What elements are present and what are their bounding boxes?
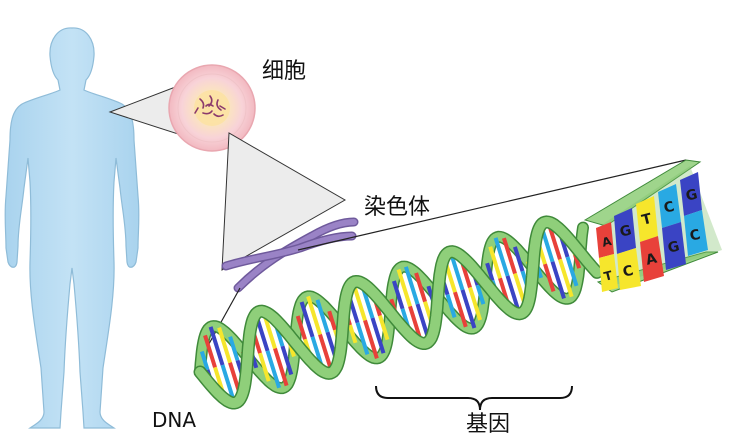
dna-base-half (468, 286, 483, 321)
dna-base-half (327, 310, 337, 331)
cell-label: 细胞 (262, 59, 306, 84)
base-blue-5 (680, 172, 702, 216)
base-yellow-3 (636, 196, 658, 242)
base-cyan-5 (684, 210, 708, 256)
dna-base-half (348, 324, 358, 344)
base-blue-4 (662, 222, 686, 270)
dna-base-half (203, 334, 217, 368)
base-letter-3-top: T (640, 211, 654, 229)
base-letter-5-top: G (684, 186, 699, 204)
cell-chromatin-strands (194, 95, 226, 118)
base-letter-4-top: C (662, 199, 676, 217)
dna-base-half (445, 294, 457, 318)
base-pair-2: G C (614, 208, 641, 290)
base-pair-4: C G (658, 184, 686, 270)
dna-base-half (550, 261, 566, 299)
base-yellow-2 (617, 248, 641, 290)
dna-base-half (378, 315, 390, 341)
base-letter-3-bottom: A (644, 251, 659, 269)
base-letter-4-bottom: G (666, 238, 681, 256)
dna-strand-front (195, 216, 602, 408)
dna-base-half (485, 262, 495, 282)
base-letter-2-top: G (618, 222, 633, 240)
cell (168, 64, 256, 152)
human-body-silhouette (4, 27, 140, 429)
dna-base-half (391, 280, 405, 310)
base-pair-1: A T (596, 222, 618, 292)
gene-bracket (375, 385, 573, 411)
dna-base-half (414, 272, 427, 303)
base-blue-2 (614, 208, 636, 254)
dna-base-half (306, 295, 322, 336)
chromosome-arm-a-fill (235, 219, 357, 291)
dna-base-half (228, 336, 240, 361)
dna-base-half (217, 327, 232, 364)
dna-base-half (265, 350, 282, 389)
dna-base-half (501, 237, 517, 275)
dna-base-half (488, 246, 502, 279)
human-body-outline (4, 27, 140, 429)
base-cyan-4 (658, 184, 681, 228)
base-yellow-1 (599, 254, 618, 292)
base-letter-2-bottom: C (621, 263, 635, 281)
base-letter-1-top: A (600, 234, 613, 250)
dna-base-half (453, 291, 468, 328)
dna-base-half (199, 350, 210, 371)
chromosome-label: 染色体 (364, 195, 430, 220)
cell-inner-ring (177, 73, 247, 143)
dna-base-half (543, 263, 556, 292)
dna-base-half (355, 322, 370, 355)
base-letter-5-bottom: C (688, 227, 702, 245)
base-pair-5: G C (680, 172, 708, 256)
dna-base-half (280, 345, 294, 376)
dna-base-half (565, 256, 579, 287)
dna-base-half (370, 317, 386, 354)
base-pair-closeup: A T G C T A C G G C (583, 159, 722, 293)
base-red-1 (596, 222, 614, 258)
dna-base-half (208, 326, 225, 366)
dna-base-half (403, 266, 420, 305)
dna-base-half (396, 268, 412, 307)
cell-nucleus (194, 90, 230, 126)
zoom-cone-cell-to-chromosome (221, 132, 347, 271)
closeup-backbone-top (583, 159, 702, 227)
gene-label: 基因 (466, 412, 510, 437)
dna-base-half (299, 301, 315, 338)
dna-base-half (295, 315, 307, 340)
dna-base-half (315, 299, 330, 333)
dna-base-half (493, 237, 510, 277)
base-pair-3: T A (636, 196, 664, 282)
dna-base-half (475, 284, 486, 305)
dna-base-half (258, 352, 271, 382)
dna-base-half (273, 347, 289, 387)
dna-base-half (558, 258, 574, 298)
dna-label: DNA (152, 408, 196, 432)
chromosome (221, 217, 359, 293)
dna-base-half (512, 246, 525, 272)
dna-double-helix (193, 215, 604, 410)
base-red-3 (640, 236, 664, 282)
chromosome-arm-b-fill (223, 233, 355, 269)
dna-base-half (363, 319, 379, 359)
dna-base-half (460, 289, 477, 329)
